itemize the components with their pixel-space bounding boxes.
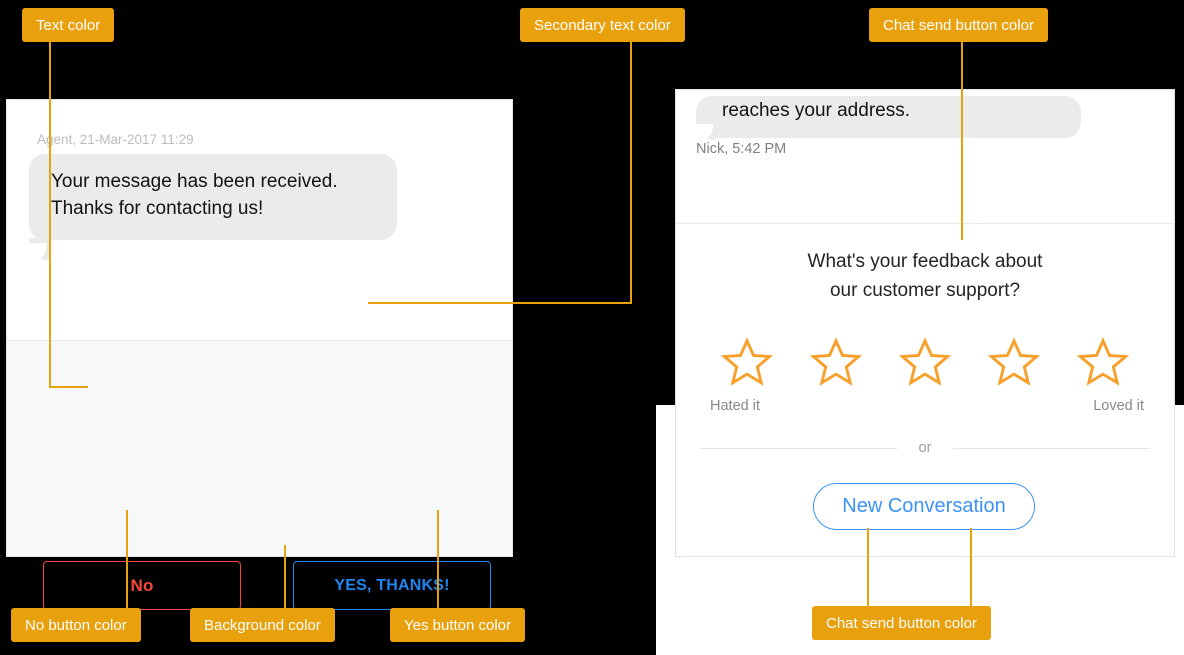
leader-line-secondary-vertical xyxy=(630,42,632,304)
star-icon-3[interactable] xyxy=(897,335,953,389)
feedback-question: What's your feedback about our customer … xyxy=(676,247,1174,305)
callout-chat-send-button-bottom: Chat send button color xyxy=(812,606,991,640)
leader-line-background xyxy=(284,545,286,608)
star-rating[interactable] xyxy=(676,335,1174,389)
leader-line-secondary-horizontal xyxy=(368,302,632,304)
last-message-text: reaches your address. xyxy=(722,100,910,121)
right-bubble-tail xyxy=(695,120,716,142)
leader-line-send-bottom-b xyxy=(970,528,972,606)
agent-message-bubble: Your message has been received. Thanks f… xyxy=(29,154,397,240)
leader-line-yes-button xyxy=(437,510,439,608)
star-icon-5[interactable] xyxy=(1075,335,1131,389)
divider-label: or xyxy=(918,440,932,456)
feedback-question-line1: What's your feedback about xyxy=(807,251,1043,272)
feedback-question-line2: our customer support? xyxy=(829,280,1021,301)
section-divider xyxy=(676,223,1174,224)
left-chat-widget: Agent, 21-Mar-2017 11:29 Your message ha… xyxy=(7,100,512,610)
left-widget-prompt-area: Did we answer all your questions? xyxy=(7,341,512,556)
bubble-tail xyxy=(28,238,51,263)
leader-line-text-color-vertical xyxy=(49,42,51,388)
leader-line-no-button xyxy=(126,510,128,608)
no-button[interactable]: No xyxy=(43,561,241,610)
new-conversation-button[interactable]: New Conversation xyxy=(813,483,1035,530)
or-divider: or xyxy=(700,440,1150,456)
callout-text-color: Text color xyxy=(22,8,115,42)
divider-line-right xyxy=(953,447,1150,449)
callout-background-color: Background color xyxy=(190,608,335,642)
star-icon-1[interactable] xyxy=(719,335,775,389)
callout-no-button-color: No button color xyxy=(11,608,141,642)
star-icon-2[interactable] xyxy=(808,335,864,389)
right-chat-widget: reaches your address. Nick, 5:42 PM What… xyxy=(676,90,1174,556)
yes-button[interactable]: YES, THANKS! xyxy=(293,561,491,610)
agent-meta: Agent, 21-Mar-2017 11:29 xyxy=(37,132,194,147)
callout-secondary-text-color: Secondary text color xyxy=(520,8,685,42)
last-message-bubble xyxy=(696,96,1081,138)
star-icon-4[interactable] xyxy=(986,335,1042,389)
leader-line-send-bottom-a xyxy=(867,528,869,606)
callout-chat-send-button-top: Chat send button color xyxy=(869,8,1048,42)
leader-line-text-color-horizontal xyxy=(49,386,88,388)
backdrop-bottom-strip xyxy=(632,405,656,655)
rating-high-label: Loved it xyxy=(1093,398,1144,414)
left-widget-conversation: Agent, 21-Mar-2017 11:29 Your message ha… xyxy=(7,100,512,432)
rating-low-label: Hated it xyxy=(710,398,760,414)
leader-line-send-top xyxy=(961,42,963,240)
sender-meta: Nick, 5:42 PM xyxy=(696,141,787,157)
agent-message-text: Your message has been received. Thanks f… xyxy=(51,171,338,219)
divider-line-left xyxy=(700,447,897,449)
callout-yes-button-color: Yes button color xyxy=(390,608,526,642)
